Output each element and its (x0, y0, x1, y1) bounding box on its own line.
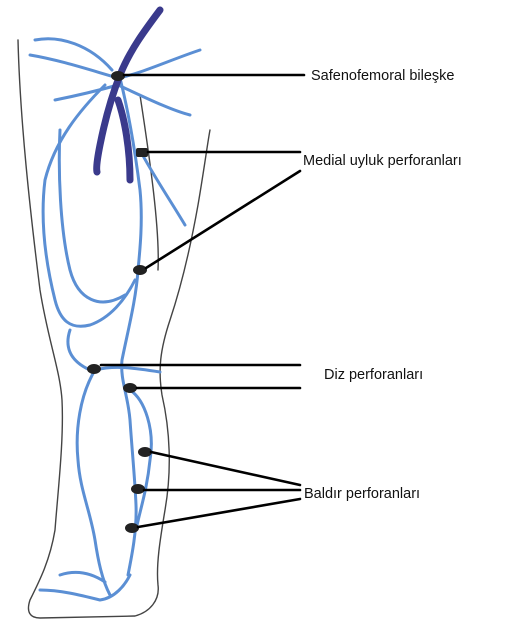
leg-outline-outer (18, 40, 210, 618)
leg-outline-inner (140, 95, 158, 270)
marker-knee-1 (87, 364, 101, 374)
label-calf: Baldır perforanları (304, 486, 420, 502)
marker-knee-2 (123, 383, 137, 393)
vein-ankle-network (40, 575, 130, 600)
marker-medial-thigh-2 (133, 265, 147, 275)
vein-ankle-network-2 (60, 572, 105, 582)
vein-knee-lateral (77, 370, 110, 595)
vein-medial-branch (140, 150, 185, 225)
deep-veins (97, 10, 160, 180)
label-saphenofemoral: Safenofemoral bileşke (311, 68, 454, 84)
marker-calf-2 (131, 484, 145, 494)
leader-calf-1 (151, 452, 300, 485)
marker-medial-thigh-1 (136, 148, 148, 157)
label-knee: Diz perforanları (324, 367, 423, 383)
label-medial-thigh: Medial uyluk perforanları (303, 153, 462, 169)
annotation-labels: Safenofemoral bileşke Medial uyluk perfo… (303, 68, 462, 502)
vein-knee-cross (95, 367, 160, 372)
vein-knee-left (68, 330, 90, 370)
leader-lines (101, 75, 304, 527)
vein-thigh-branch (59, 130, 125, 302)
marker-saphenofemoral (111, 71, 125, 81)
leader-medial-thigh-2 (146, 171, 300, 268)
leg-outline (18, 40, 210, 618)
leader-calf-3 (138, 499, 300, 527)
marker-calf-3 (125, 523, 139, 533)
